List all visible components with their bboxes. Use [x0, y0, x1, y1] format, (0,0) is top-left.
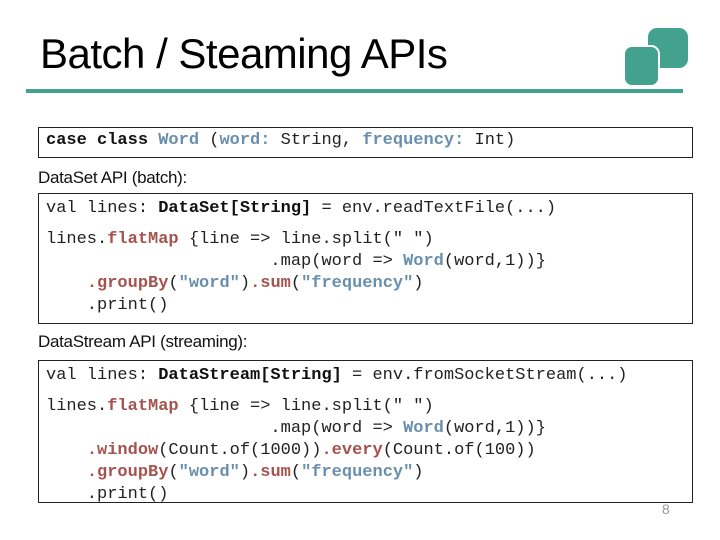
- code-line: .groupBy("word").sum("frequency"): [86, 463, 424, 482]
- code-line: [46, 387, 692, 396]
- code-box-case-class: case class Word (word: String, frequency…: [38, 127, 693, 158]
- title-underline: [26, 89, 683, 93]
- slide-title: Batch / Steaming APIs: [40, 30, 448, 77]
- code-line: .groupBy("word").sum("frequency"): [86, 274, 424, 293]
- code-line: .print(): [46, 296, 169, 315]
- code-line: .window(Count.of(1000)).every(Count.of(1…: [86, 441, 536, 460]
- code-line: .map(word => Word(word,1))}: [46, 419, 546, 438]
- code-line: lines.flatMap {line => line.split(" "): [46, 397, 434, 416]
- code-line: .print(): [46, 485, 169, 504]
- two-squares-logo-icon: [620, 24, 692, 88]
- label-dataset-api-batch: DataSet API (batch):: [38, 168, 187, 187]
- code-box-streaming: val lines: DataStream[String] = env.from…: [38, 360, 693, 504]
- code-line: val lines: DataSet[String] = env.readTex…: [46, 199, 557, 218]
- label-datastream-api-streaming: DataStream API (streaming):: [38, 332, 248, 351]
- logo-square-small: [623, 45, 660, 87]
- code-line: [46, 220, 692, 229]
- code-line: .map(word => Word(word,1))}: [46, 252, 546, 271]
- code-line: val lines: DataStream[String] = env.from…: [46, 366, 628, 385]
- code-line: case class Word (word: String, frequency…: [46, 131, 516, 150]
- page-number: 8: [662, 501, 670, 517]
- code-line: lines.flatMap {line => line.split(" "): [46, 230, 434, 249]
- code-box-batch: val lines: DataSet[String] = env.readTex…: [38, 193, 693, 324]
